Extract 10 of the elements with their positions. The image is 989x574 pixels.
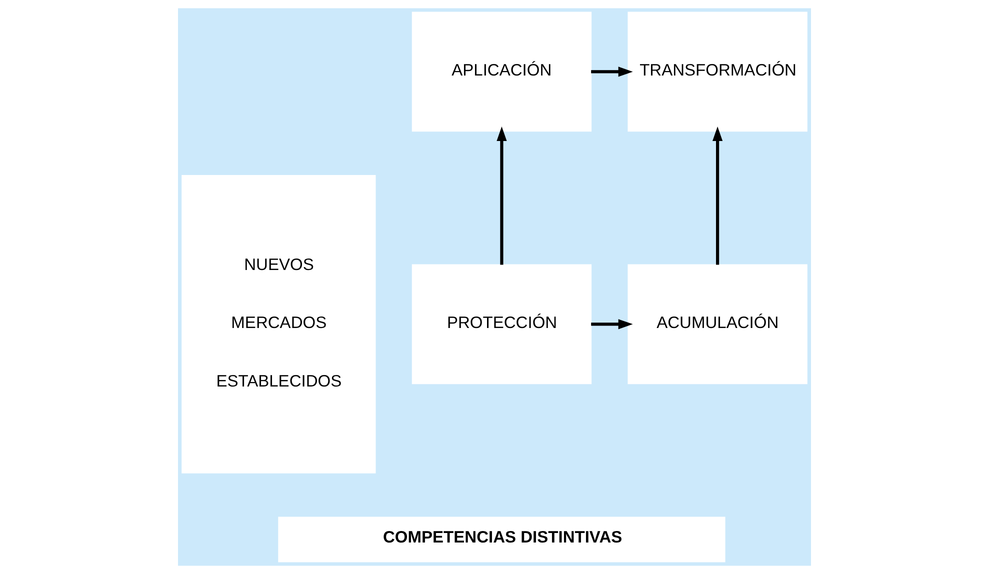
node-box: COMPETENCIAS DISTINTIVAS: [278, 516, 726, 562]
node-box: NUEVOS MERCADOS ESTABLECIDOS: [182, 174, 376, 474]
node-box: APLICACIÓN: [412, 12, 592, 132]
arrow: [591, 319, 633, 330]
node-box: ACUMULACIÓN: [628, 264, 808, 384]
arrow: [591, 66, 633, 77]
arrow: [712, 126, 723, 265]
arrow: [496, 126, 507, 265]
node-box: PROTECCIÓN: [412, 264, 592, 384]
node-box: TRANSFORMACIÓN: [628, 12, 808, 132]
